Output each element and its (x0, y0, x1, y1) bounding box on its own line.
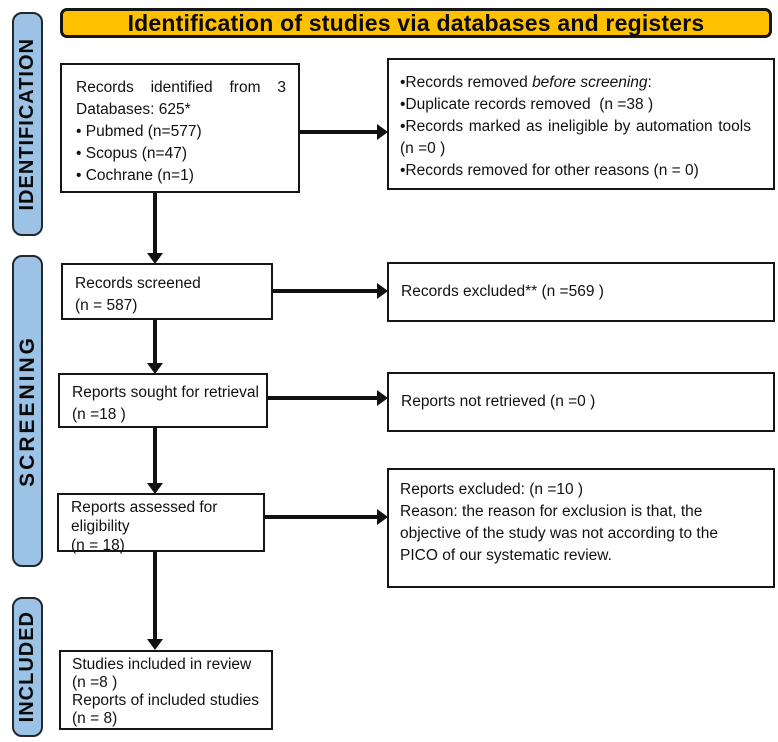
records-identified-bullet-pubmed: • Pubmed (n=577) (76, 123, 202, 140)
reports-assessed-line2: eligibility (71, 518, 130, 535)
arrow-right-icon (377, 283, 388, 299)
stage-badge-included: INCLUDED (12, 597, 43, 737)
box-reports-not-retrieved: Reports not retrieved (n =0 ) (387, 372, 775, 432)
studies-included-reports-count: (n = 8) (72, 710, 118, 727)
studies-included-line1: Studies included in review (72, 656, 252, 673)
arrow-down-icon (147, 639, 163, 650)
arrow-line (273, 289, 377, 293)
records-excluded-text: Records excluded** (n =569 ) (401, 283, 604, 300)
stage-badge-screening: SCREENING (12, 255, 43, 567)
records-removed-bullet-1-text: •Records removed (400, 74, 533, 91)
arrow-down-icon (147, 363, 163, 374)
records-screened-line1: Records screened (75, 275, 201, 292)
arrow-line (300, 130, 377, 134)
studies-included-line3: Reports of included studies (72, 692, 259, 709)
records-identified-intro: Records identified from 3 Databases: 625… (76, 79, 286, 118)
arrow-line (268, 396, 377, 400)
studies-included-count: (n =8 ) (72, 674, 118, 691)
arrow-line (153, 428, 157, 483)
reports-excluded-line1: Reports excluded: (n =10 ) (400, 481, 584, 498)
stage-badge-identification: IDENTIFICATION (12, 12, 43, 236)
box-studies-included: Studies included in review (n =8 ) Repor… (59, 650, 273, 730)
box-reports-excluded: Reports excluded: (n =10 ) Reason: the r… (387, 468, 775, 588)
stage-label-screening: SCREENING (15, 335, 39, 487)
reports-sought-count: (n =18 ) (72, 406, 126, 423)
reports-sought-line1: Reports sought for retrieval (72, 384, 259, 401)
records-removed-bullet-1-colon: : (647, 74, 652, 91)
box-reports-sought: Reports sought for retrieval (n =18 ) (58, 373, 268, 428)
arrow-line (153, 552, 157, 639)
diagram-title: Identification of studies via databases … (127, 9, 705, 36)
box-records-screened: Records screened (n = 587) (61, 263, 273, 320)
arrow-down-icon (147, 253, 163, 264)
arrow-down-icon (147, 483, 163, 494)
box-reports-assessed: Reports assessed for eligibility (n = 18… (57, 493, 265, 554)
box-records-removed: •Records removed before screening: •Dupl… (387, 58, 775, 190)
records-screened-count: (n = 587) (75, 297, 138, 314)
arrow-right-icon (377, 124, 388, 140)
arrow-right-icon (377, 509, 388, 525)
records-identified-bullet-cochrane: • Cochrane (n=1) (76, 167, 194, 184)
records-identified-bullet-scopus: • Scopus (n=47) (76, 145, 187, 162)
arrow-line (265, 515, 377, 519)
records-removed-bullet-1: •Records removed before screening: (400, 72, 751, 94)
box-records-excluded: Records excluded** (n =569 ) (387, 262, 775, 322)
stage-label-identification: IDENTIFICATION (16, 37, 38, 211)
records-removed-bullet-2: •Duplicate records removed (n =38 ) (400, 96, 654, 113)
reports-not-retrieved-text: Reports not retrieved (n =0 ) (401, 393, 596, 410)
records-removed-bullet-1-italic: before screening (532, 74, 648, 91)
arrow-right-icon (377, 390, 388, 406)
reports-assessed-line1: Reports assessed for (71, 499, 218, 516)
arrow-line (153, 193, 157, 253)
reports-assessed-count: (n = 18) (71, 537, 125, 554)
arrow-line (153, 320, 157, 363)
diagram-title-banner: Identification of studies via databases … (60, 8, 772, 38)
box-records-identified: Records identified from 3 Databases: 625… (60, 63, 300, 193)
reports-excluded-reason: Reason: the reason for exclusion is that… (400, 503, 718, 564)
records-removed-bullet-3: •Records marked as ineligible by automat… (400, 118, 751, 157)
records-removed-bullet-4: •Records removed for other reasons (n = … (400, 162, 699, 179)
stage-label-included: INCLUDED (16, 611, 38, 723)
